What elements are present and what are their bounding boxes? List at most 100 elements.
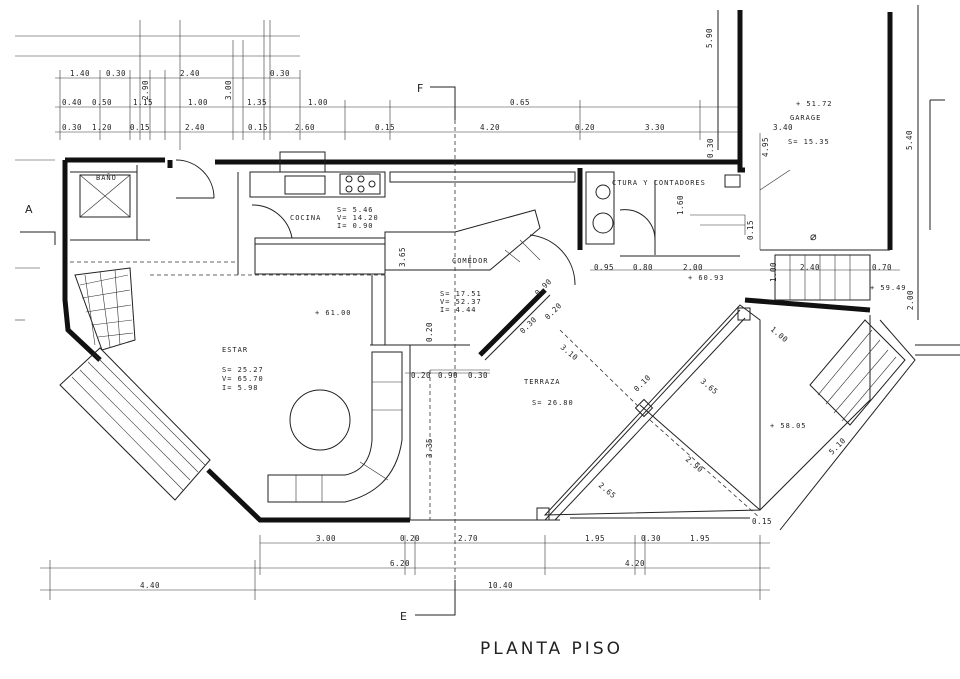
- dim-v-right-5: 0.15: [746, 220, 755, 240]
- dim-v-right-6: 2.00: [906, 290, 915, 310]
- dim-mid-8: 2.00: [683, 263, 703, 272]
- terraza-label: TERRAZA: [524, 378, 561, 386]
- cocina-lighting: I= 0.90: [337, 222, 374, 230]
- dim-mid-2: 0.20: [411, 371, 431, 380]
- dim-r2-2: 1.15: [133, 98, 153, 107]
- estar-label: ESTAR: [222, 346, 248, 354]
- dim-diag-0: 3.10: [559, 343, 580, 363]
- dim-mid-4: 0.30: [468, 371, 488, 380]
- dim-v-right-0: 5.90: [705, 28, 714, 48]
- dim-r2-0: 0.40: [62, 98, 82, 107]
- level-ext: + 59.49: [870, 284, 907, 292]
- dim-v-right-4: 1.60: [676, 195, 685, 215]
- dim-bottom1-5: 1.95: [690, 534, 710, 543]
- right-stairs: + 59.49 + 58.05 + 60.93: [688, 254, 960, 430]
- estar-lighting: I= 5.98: [222, 384, 259, 392]
- dim-bottom3-0: 4.40: [140, 581, 160, 590]
- dim-bottom3-1: 10.40: [488, 581, 513, 590]
- dim-diag-10: 5.10: [827, 436, 848, 457]
- dim-v-right-1: 4.95: [761, 137, 770, 157]
- section-cuts: F E A: [20, 82, 456, 623]
- dim-mid-9: 2.40: [800, 263, 820, 272]
- top-dimensions: 1.40 0.30 2.40 0.30 0.40 0.50 1.15 1.00 …: [15, 20, 793, 321]
- dim-r2-1: 0.50: [92, 98, 112, 107]
- dim-r3-8: 0.20: [575, 123, 595, 132]
- dim-diag-5: 0.20: [543, 301, 564, 322]
- dim-r3-1: 1.20: [92, 123, 112, 132]
- dim-bottom2-1: 4.20: [625, 559, 645, 568]
- cocina-area: S= 5.46: [337, 206, 374, 214]
- dim-r1-2: 2.40: [180, 69, 200, 78]
- dim-r2-5: 1.00: [308, 98, 328, 107]
- dim-r2-3: 1.00: [188, 98, 208, 107]
- dim-bottom2-0: 6.20: [390, 559, 410, 568]
- level-step: + 58.05: [770, 422, 807, 430]
- estar-area: S= 25.27: [222, 366, 264, 374]
- dim-bottom1-2: 2.70: [458, 534, 478, 543]
- plan-title: PLANTA PISO: [480, 639, 623, 659]
- garage-area: S= 15.35: [788, 138, 830, 146]
- dim-mid-6: 0.95: [594, 263, 614, 272]
- dim-r3-0: 0.30: [62, 123, 82, 132]
- dim-mid-10: 0.70: [872, 263, 892, 272]
- deck: [59, 347, 211, 501]
- dim-v-left-1: 3.00: [224, 80, 233, 100]
- cut-f-label: F: [417, 82, 423, 95]
- dim-v-right-3: 0.30: [706, 138, 715, 158]
- dim-r3-2: 0.15: [130, 123, 150, 132]
- dim-r3-9: 3.30: [645, 123, 665, 132]
- dim-diag-3: 2.65: [597, 481, 618, 501]
- bano-label: BAÑO: [96, 173, 117, 182]
- dim-bottom1-1: 0.20: [400, 534, 420, 543]
- dim-mid-7: 0.80: [633, 263, 653, 272]
- dim-mid-1: 0.20: [425, 322, 434, 342]
- dim-mid-11: 1.00: [769, 262, 778, 282]
- comedor-lighting: I= 4.44: [440, 306, 477, 314]
- dim-bottom1-3: 1.95: [585, 534, 605, 543]
- spiral-stair: [74, 267, 136, 351]
- level-estar: + 61.00: [315, 309, 352, 317]
- garage: 5.90 4.95 5.40 + 51.72 GARAGE S= 15.35 ⌀: [705, 5, 945, 320]
- dim-r3-4: 0.15: [248, 123, 268, 132]
- dim-diag-7: 0.15: [752, 517, 772, 526]
- dim-r1-0: 1.40: [70, 69, 90, 78]
- cut-e-label: E: [400, 610, 407, 623]
- level-stair: + 60.93: [688, 274, 725, 282]
- dim-mid-5: 3.35: [425, 438, 434, 458]
- comedor-area: S= 17.51: [440, 290, 482, 298]
- garage-label: GARAGE: [790, 114, 821, 122]
- estar-furniture: ESTAR S= 25.27 V= 65.70 I= 5.98 + 61.00: [222, 309, 403, 503]
- cocina-label: COCINA: [290, 214, 321, 222]
- cut-a-label: A: [25, 203, 33, 216]
- dim-r3-6: 0.15: [375, 123, 395, 132]
- comedor-label: COMEDOR: [452, 257, 489, 265]
- dim-r2-4: 1.35: [247, 98, 267, 107]
- dim-diag-2: 2.90: [684, 455, 705, 475]
- dim-r3-5: 2.60: [295, 123, 315, 132]
- level-garage: + 51.72: [796, 100, 833, 108]
- terraza-area: S= 26.80: [532, 399, 574, 407]
- dim-mid-0: 3.65: [398, 247, 407, 267]
- dim-r3-7: 4.20: [480, 123, 500, 132]
- dim-r3-3: 2.40: [185, 123, 205, 132]
- dim-bottom1-0: 3.00: [316, 534, 336, 543]
- bottom-dimensions: 3.00 0.20 2.70 1.95 0.30 1.95 6.20 4.20 …: [40, 534, 770, 600]
- dim-r1-1: 0.30: [106, 69, 126, 78]
- dim-r2-6: 0.65: [510, 98, 530, 107]
- cocina-volume: V= 14.20: [337, 214, 379, 222]
- dim-diag-1: 3.65: [699, 377, 720, 397]
- dim-diag-6: 0.30: [518, 315, 539, 336]
- dim-v-right-2: 5.40: [905, 130, 914, 150]
- north-icon: ⌀: [810, 230, 817, 243]
- estar-volume: V= 65.70: [222, 375, 264, 383]
- walls: BAÑO COCINA S= 5.46 V= 14.20 I= 0.90 COM…: [62, 138, 915, 523]
- dim-r1-3: 0.30: [270, 69, 290, 78]
- dim-garage-width: 3.40: [773, 123, 793, 132]
- dim-bottom1-4: 0.30: [641, 534, 661, 543]
- dim-diag-9: 1.00: [769, 325, 790, 345]
- dim-v-left-0: 2.90: [141, 80, 150, 100]
- dim-mid-3: 0.90: [438, 371, 458, 380]
- lavadero-label: CTURA Y CONTADORES: [612, 179, 706, 187]
- terrace: TERRAZA S= 26.80: [410, 234, 916, 531]
